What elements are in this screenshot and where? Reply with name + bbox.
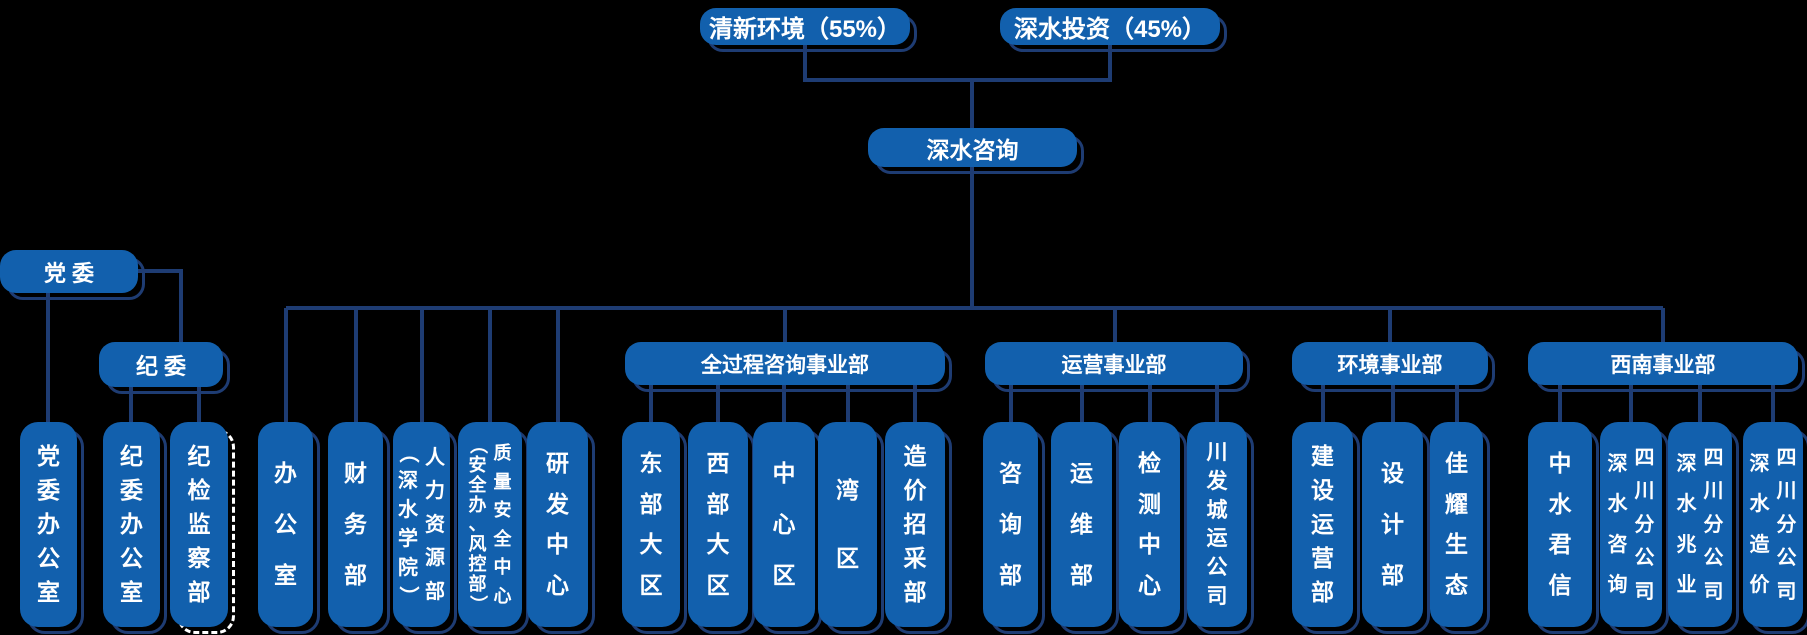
org-node-yunying: 运营事业部 <box>985 342 1243 385</box>
vertical-label-column: 佳耀生态 <box>1445 449 1468 599</box>
vertical-label-column: 人力资源部 <box>425 446 445 603</box>
vertical-label: 四川分公司深水咨询 <box>1600 422 1662 627</box>
org-node-label: 西南事业部 <box>1610 353 1716 377</box>
org-node-sczj: 四川分公司深水造价 <box>1743 422 1803 627</box>
org-node-zxq: 中心区 <box>753 422 815 627</box>
org-node-label: 深水咨询 <box>926 136 1019 163</box>
org-node-xbdq: 西部大区 <box>688 422 748 627</box>
org-node-sczx: 四川分公司深水咨询 <box>1600 422 1662 627</box>
org-node-cfcy: 川发城运公司 <box>1187 422 1247 627</box>
vertical-label-column: 深水造价 <box>1749 453 1770 596</box>
vertical-label-column: 党委办公室 <box>37 443 60 605</box>
org-node-label: 深水投资（45%） <box>1013 16 1207 43</box>
vertical-label-column: 办公室 <box>274 460 297 588</box>
org-node-huanjing: 环境事业部 <box>1292 342 1488 385</box>
org-node-bgs: 办公室 <box>258 422 313 627</box>
vertical-label-column: 纪检监察部 <box>187 443 211 605</box>
org-node-label: 运营事业部 <box>1061 353 1167 377</box>
vertical-label-column: 咨询部 <box>999 460 1022 588</box>
vertical-label: 纪检监察部 <box>170 422 228 627</box>
vertical-label-column: 检测中心 <box>1138 449 1161 599</box>
org-node-dangwei: 党 委 <box>0 250 138 293</box>
org-node-qingxin: 清新环境（55%） <box>700 8 910 45</box>
vertical-label: 四川分公司深水造价 <box>1743 422 1803 627</box>
vertical-label: 东部大区 <box>622 422 680 627</box>
org-node-yfzx: 研发中心 <box>527 422 588 627</box>
vertical-label: 设计部 <box>1362 422 1423 627</box>
vertical-label: 运维部 <box>1051 422 1112 627</box>
org-node-rlzy: 人力资源部 （深水学院） <box>393 422 450 627</box>
vertical-label: 纪委办公室 <box>103 422 160 627</box>
vertical-label: 中心区 <box>753 422 815 627</box>
vertical-label-column: 纪委办公室 <box>120 443 143 605</box>
vertical-label-column: 深水咨询 <box>1607 453 1628 596</box>
org-node-qgc: 全过程咨询事业部 <box>625 342 945 385</box>
vertical-label: 湾区 <box>818 422 877 627</box>
vertical-label-column: 四川分公司 <box>1776 446 1797 603</box>
vertical-label-column: 川发城运公司 <box>1206 440 1228 609</box>
org-node-dbdq: 东部大区 <box>622 422 680 627</box>
org-node-label: 清新环境（55%） <box>708 16 902 43</box>
vertical-label-column: （安全办、风控部） <box>467 435 488 614</box>
vertical-label-column: 四川分公司 <box>1703 446 1724 603</box>
vertical-label-column: （深水学院） <box>397 442 419 607</box>
vertical-label-column: 湾区 <box>836 477 859 571</box>
org-node-jyst: 佳耀生态 <box>1430 422 1483 627</box>
org-node-sjb: 设计部 <box>1362 422 1423 627</box>
vertical-label-column: 运维部 <box>1070 460 1093 588</box>
vertical-label: 质量安全中心 （安全办、风控部） <box>458 422 522 627</box>
org-node-ywb: 运维部 <box>1051 422 1112 627</box>
vertical-label-column: 中心区 <box>772 460 796 588</box>
vertical-label: 党委办公室 <box>20 422 77 627</box>
vertical-label: 造价招采部 <box>885 422 945 627</box>
vertical-label: 咨询部 <box>983 422 1038 627</box>
org-node-zlaq: 质量安全中心 （安全办、风控部） <box>458 422 522 627</box>
org-node-wq: 湾区 <box>818 422 877 627</box>
org-node-sczy: 四川分公司深水兆业 <box>1668 422 1732 627</box>
vertical-label-column: 西部大区 <box>706 449 730 599</box>
vertical-label: 检测中心 <box>1119 422 1180 627</box>
vertical-label: 川发城运公司 <box>1187 422 1247 627</box>
vertical-label-column: 质量安全中心 <box>493 443 512 606</box>
org-node-jczx: 检测中心 <box>1119 422 1180 627</box>
vertical-label: 中水君信 <box>1528 422 1592 627</box>
org-node-cwb: 财务部 <box>328 422 383 627</box>
org-node-dwbgs: 党委办公室 <box>20 422 77 627</box>
org-node-jiwei: 纪 委 <box>99 342 223 387</box>
vertical-label: 佳耀生态 <box>1430 422 1483 627</box>
org-node-touzi: 深水投资（45%） <box>1000 8 1220 45</box>
vertical-label-column: 财务部 <box>344 460 367 588</box>
vertical-label-column: 研发中心 <box>546 449 569 599</box>
org-node-zixun: 深水咨询 <box>868 128 1077 167</box>
vertical-label: 研发中心 <box>527 422 588 627</box>
org-node-label: 环境事业部 <box>1337 353 1443 377</box>
org-node-jsyy: 建设运营部 <box>1292 422 1353 627</box>
org-node-label: 党 委 <box>43 260 95 286</box>
vertical-label: 办公室 <box>258 422 313 627</box>
vertical-label: 西部大区 <box>688 422 748 627</box>
org-node-xinan: 西南事业部 <box>1528 342 1798 385</box>
org-node-zxb: 咨询部 <box>983 422 1038 627</box>
vertical-label: 建设运营部 <box>1292 422 1353 627</box>
org-node-jwbgs: 纪委办公室 <box>103 422 160 627</box>
org-node-jjjcb: 纪检监察部 <box>170 422 228 627</box>
org-node-label: 纪 委 <box>135 353 187 379</box>
vertical-label-column: 造价招采部 <box>903 443 927 605</box>
vertical-label: 四川分公司深水兆业 <box>1668 422 1732 627</box>
vertical-label-column: 中水君信 <box>1548 449 1572 599</box>
vertical-label: 财务部 <box>328 422 383 627</box>
vertical-label-column: 建设运营部 <box>1311 443 1334 605</box>
vertical-label-column: 东部大区 <box>639 449 663 599</box>
org-node-zsjx: 中水君信 <box>1528 422 1592 627</box>
vertical-label-column: 深水兆业 <box>1676 453 1697 596</box>
org-node-zjzc: 造价招采部 <box>885 422 945 627</box>
org-node-label: 全过程咨询事业部 <box>701 353 869 377</box>
vertical-label-column: 四川分公司 <box>1634 446 1655 603</box>
vertical-label-column: 设计部 <box>1381 460 1404 588</box>
vertical-label: 人力资源部 （深水学院） <box>393 422 450 627</box>
